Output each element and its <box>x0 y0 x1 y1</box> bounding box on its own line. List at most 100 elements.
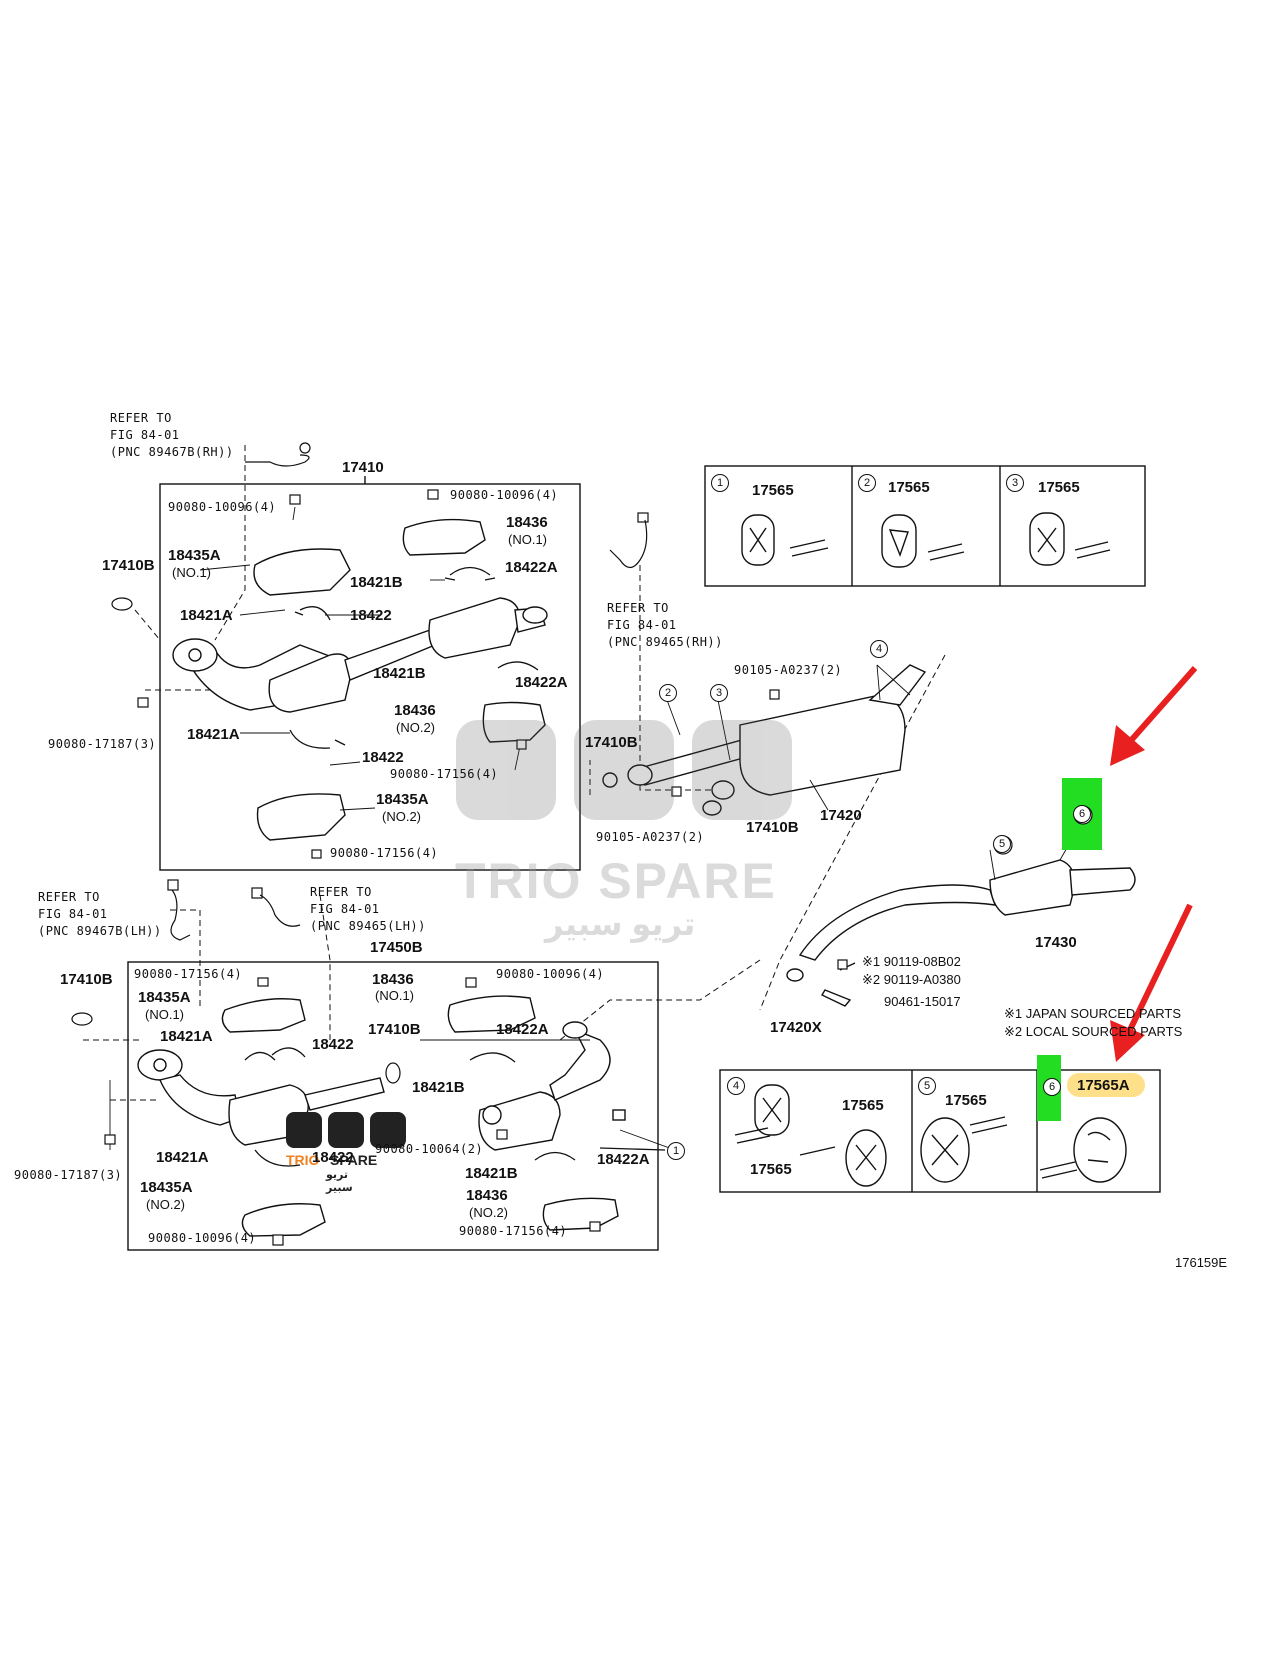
hanger-bottom-part-4b: 17565 <box>750 1161 792 1178</box>
bolt-icon <box>769 689 780 700</box>
refer-rh-mid-line1: REFER TO <box>607 601 669 615</box>
label-18435A-no2: 18435A <box>376 791 429 808</box>
o2-sensor-rh-upper-wire <box>245 454 310 467</box>
label-lower-18421A-2: 18421A <box>156 1149 209 1166</box>
lower-assembly-frame <box>127 961 659 1251</box>
small-logo-trio: TRIO <box>286 1152 320 1168</box>
label-18422-2: 18422 <box>362 749 404 766</box>
label-lower-nut-bottom: 90080-17156(4) <box>459 1224 568 1238</box>
label-17420X: 17420X <box>770 1019 822 1036</box>
label-18422A-2: 18422A <box>515 674 568 691</box>
hanger-rubber-4b <box>799 1129 887 1187</box>
refer-lh-mid-line1: REFER TO <box>310 885 372 899</box>
hanger-bottom-num-6: 6 <box>1043 1078 1061 1096</box>
nut-icon <box>257 977 269 987</box>
hanger-top-num-3: 3 <box>1006 474 1024 492</box>
heat-insulator-18435A-no1 <box>253 548 351 596</box>
label-18435A-no2-sub: (NO.2) <box>382 809 421 824</box>
bolt-icon <box>671 786 682 797</box>
refer-lh-mid-line2: FIG 84-01 <box>310 902 380 916</box>
label-bolt-top-right: 90080-10096(4) <box>450 488 559 502</box>
gasket-icon <box>385 1062 401 1084</box>
label-nut-left-upper: 90080-17187(3) <box>48 737 157 751</box>
hanger-bottom-num-4: 4 <box>727 1077 745 1095</box>
nut-icon <box>311 849 322 859</box>
label-18436-no1-sub: (NO.1) <box>508 532 547 547</box>
hanger-box-bottom-frame <box>719 1069 1161 1193</box>
label-17410B-upper: 17410B <box>102 557 155 574</box>
nut-icon <box>137 697 149 708</box>
refer-lh-mid-line3: (PNC 89465(LH)) <box>310 919 426 933</box>
callout-1: 1 <box>667 1142 685 1160</box>
label-lower-18422A-2: 18422A <box>597 1151 650 1168</box>
label-nut-left-lower: 90080-17187(3) <box>14 1168 123 1182</box>
bolt-icon <box>272 1234 284 1246</box>
upper-assembly-frame <box>159 483 581 871</box>
bolt-icon <box>837 959 848 970</box>
bolt-icon <box>289 494 301 505</box>
watermark-text: TRIO SPARE <box>455 853 777 909</box>
hanger-top-num-1: 1 <box>711 474 729 492</box>
label-lower-18422A-1: 18422A <box>496 1021 549 1038</box>
hanger-bottom-num-5: 5 <box>918 1077 936 1095</box>
heat-insulator-18435A-no2 <box>256 793 346 841</box>
highlight-yellow-17565A <box>1067 1073 1145 1097</box>
label-lower-18421B-1: 18421B <box>412 1079 465 1096</box>
label-lower-bolt-top-right: 90080-10096(4) <box>496 967 605 981</box>
label-lower-nut-top-left: 90080-17156(4) <box>134 967 243 981</box>
bolt-icon <box>465 977 477 988</box>
hanger-top-part-2: 17565 <box>888 479 930 496</box>
note-japan-sourced: ※1 JAPAN SOURCED PARTS <box>1004 1006 1182 1021</box>
label-lower-bolt-mid: 90080-10064(2) <box>375 1142 484 1156</box>
label-lower-18435A-no2-sub: (NO.2) <box>146 1197 185 1212</box>
refer-rh-mid-line3: (PNC 89465(RH)) <box>607 635 723 649</box>
figure-id: 176159E <box>1175 1255 1228 1270</box>
label-bolt-center-a: 90105-A0237(2) <box>734 663 843 677</box>
lower-heat-insulator-no1 <box>221 998 306 1033</box>
label-lower-18435A-no1: 18435A <box>138 989 191 1006</box>
nut-icon <box>104 1134 116 1145</box>
center-pipe-flange <box>627 764 653 786</box>
label-18436-no2-sub: (NO.2) <box>396 720 435 735</box>
hanger-top-part-3: 17565 <box>1038 479 1080 496</box>
label-17410B-center-a: 17410B <box>585 734 638 751</box>
label-nut-mid: 90080-17156(4) <box>390 767 499 781</box>
label-17410B-center-b: 17410B <box>746 819 799 836</box>
label-lower-18436-no1: 18436 <box>372 971 414 988</box>
gasket-icon <box>111 597 133 611</box>
label-18421A-1: 18421A <box>180 607 233 624</box>
nut-icon <box>516 739 527 750</box>
refer-lh-left-line2: FIG 84-01 <box>38 907 108 921</box>
red-arrows <box>1110 666 1198 1062</box>
heat-insulator-18436-no2 <box>482 701 546 743</box>
label-18436-no2: 18436 <box>394 702 436 719</box>
callout-4: 4 <box>870 640 888 658</box>
label-18422-1: 18422 <box>350 607 392 624</box>
lower-heat-insulator-18436-no1 <box>447 995 536 1033</box>
o2-sensor-lh-mid-wire <box>259 894 301 927</box>
hanger-top-num-2: 2 <box>858 474 876 492</box>
label-18435A-no1: 18435A <box>168 547 221 564</box>
label-bolt-center-b: 90105-A0237(2) <box>596 830 705 844</box>
upper-cat-converter-2 <box>428 597 521 659</box>
refer-lh-left-line3: (PNC 89467B(LH)) <box>38 924 162 938</box>
hanger-box-top-frame <box>704 465 1146 587</box>
small-logo-icon <box>328 1112 364 1148</box>
label-lower-17410B: 17410B <box>368 1021 421 1038</box>
label-17410B-lower: 17410B <box>60 971 113 988</box>
callout-6: 6 <box>1073 805 1091 823</box>
label-18435A-no1-sub: (NO.1) <box>172 565 211 580</box>
hanger-top-part-1: 17565 <box>752 482 794 499</box>
refer-rh-top-line3: (PNC 89467B(RH)) <box>110 445 234 459</box>
label-18421A-2: 18421A <box>187 726 240 743</box>
bolt-icon <box>496 1129 508 1140</box>
refer-rh-top-line2: FIG 84-01 <box>110 428 180 442</box>
label-bolt-local: ※2 90119-A0380 <box>862 972 961 987</box>
small-logo-icon <box>370 1112 406 1148</box>
refer-lh-left-line1: REFER TO <box>38 890 100 904</box>
heat-insulator-18436-no1 <box>402 518 486 556</box>
hanger-bottom-part-4a: 17565 <box>842 1097 884 1114</box>
hanger-rubber-1 <box>741 514 829 566</box>
nut-icon <box>589 1221 601 1232</box>
tail-pipe-17430 <box>798 884 997 961</box>
